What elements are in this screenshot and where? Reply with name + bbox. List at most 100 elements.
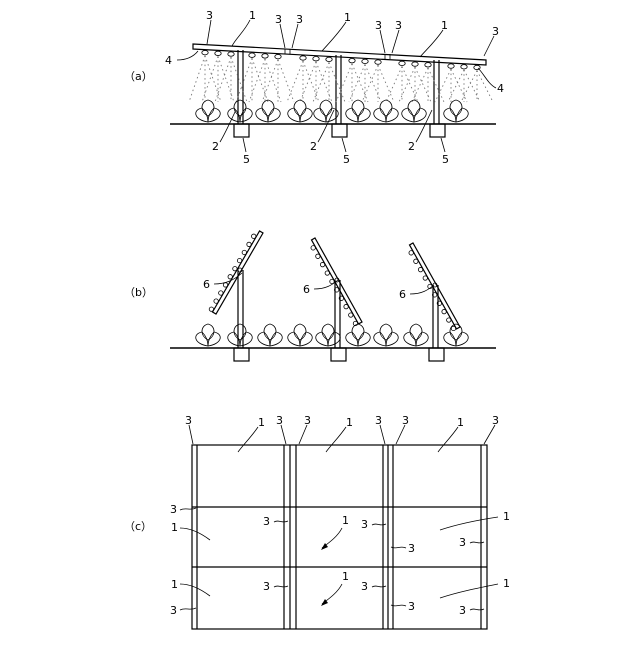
callout-6: 6	[303, 283, 310, 296]
leader-c-3i5	[274, 586, 288, 587]
nozzle	[448, 64, 454, 68]
callout-1: 1	[346, 416, 353, 429]
spray-stream	[365, 64, 381, 102]
spray-stream	[399, 67, 415, 102]
spray-stream	[249, 59, 265, 102]
leader-b-6c	[410, 285, 434, 294]
callout-3: 3	[361, 580, 368, 593]
callout-3: 3	[402, 414, 409, 427]
callout-6: 6	[203, 278, 210, 291]
leader-a-1c	[420, 30, 443, 57]
nozzle	[409, 251, 413, 255]
callout-1: 1	[249, 9, 256, 22]
spray-stream	[428, 68, 444, 102]
leader-c-3t5	[396, 425, 405, 444]
nozzle	[316, 254, 320, 258]
callout-3: 3	[206, 9, 213, 22]
spray-stream	[415, 67, 431, 102]
leader-c-3l2	[180, 608, 196, 610]
leader-c-1l1	[180, 528, 210, 540]
nozzle	[242, 250, 246, 254]
plant	[374, 324, 399, 346]
nozzle	[215, 51, 221, 55]
spray-stream	[402, 66, 418, 102]
leader-a-3d	[380, 30, 385, 53]
leader-c-1t3	[438, 427, 458, 452]
leader-c-3t4	[380, 425, 385, 444]
nozzle	[252, 234, 256, 238]
spray-stream	[202, 56, 218, 102]
leader-c-1r1	[440, 517, 498, 530]
nozzle	[412, 62, 418, 66]
nozzle	[423, 276, 427, 280]
callout-3: 3	[170, 503, 177, 516]
callout-3: 3	[275, 13, 282, 26]
nozzle	[418, 267, 422, 271]
foundation-block	[429, 348, 444, 361]
spray-stream	[262, 60, 278, 102]
spray-stream	[252, 58, 268, 102]
callout-3: 3	[395, 19, 402, 32]
nozzle	[451, 326, 455, 330]
callout-3: 3	[375, 414, 382, 427]
callout-3: 3	[361, 518, 368, 531]
leader-a-5b	[342, 138, 346, 152]
spray-stream	[189, 56, 205, 102]
leader-c-3l1	[180, 508, 196, 510]
plant	[316, 324, 341, 346]
callout-3: 3	[492, 25, 499, 38]
leader-c-1r2	[440, 584, 498, 598]
callout-3: 3	[408, 542, 415, 555]
nozzle	[362, 59, 368, 63]
leader-c-3i8	[470, 609, 484, 610]
callout-1: 1	[342, 514, 349, 527]
spray-stream	[451, 69, 467, 102]
nozzle	[219, 291, 223, 295]
nozzle	[442, 309, 446, 313]
callout-3: 3	[185, 414, 192, 427]
nozzle	[214, 299, 218, 303]
spray-stream	[386, 66, 402, 102]
plant	[288, 324, 313, 346]
spray-stream	[412, 68, 428, 102]
callout-3: 3	[170, 604, 177, 617]
foundation-block	[331, 348, 346, 361]
spray-stream	[265, 59, 281, 102]
callout-1: 1	[457, 416, 464, 429]
nozzle	[320, 262, 324, 266]
nozzle	[349, 313, 353, 317]
panel-label-a: （a）	[124, 70, 153, 83]
plant-row-b	[196, 324, 469, 346]
callout-5: 5	[343, 153, 350, 166]
leader-c-3i2	[372, 524, 386, 525]
spray-stream	[336, 64, 352, 102]
plant	[196, 324, 221, 346]
nozzle	[247, 242, 251, 246]
plant	[288, 100, 313, 122]
spray-stream	[477, 71, 493, 102]
nozzle	[375, 60, 381, 64]
plant	[346, 324, 371, 346]
callout-3: 3	[296, 13, 303, 26]
callout-1: 1	[258, 416, 265, 429]
leader-a-3b	[280, 24, 285, 48]
callout-1: 1	[171, 521, 178, 534]
tilted-panel-unit	[409, 243, 460, 361]
plant	[404, 324, 429, 346]
callout-3: 3	[459, 536, 466, 549]
callout-5: 5	[442, 153, 449, 166]
spray-stream	[303, 61, 319, 102]
leader-a-5c	[441, 138, 445, 152]
spray-stream	[218, 56, 234, 102]
leader-a-3f	[484, 36, 494, 56]
leader-c-1l2	[180, 584, 210, 596]
nozzle	[223, 283, 227, 287]
leader-c-1t1	[238, 427, 258, 452]
tilted-panel-unit	[209, 231, 263, 361]
nozzle	[425, 63, 431, 67]
nozzle	[447, 318, 451, 322]
leader-c-3i1	[274, 521, 288, 522]
pole-a-1	[234, 50, 249, 137]
spray-stream	[352, 64, 368, 102]
nozzle	[326, 57, 332, 61]
